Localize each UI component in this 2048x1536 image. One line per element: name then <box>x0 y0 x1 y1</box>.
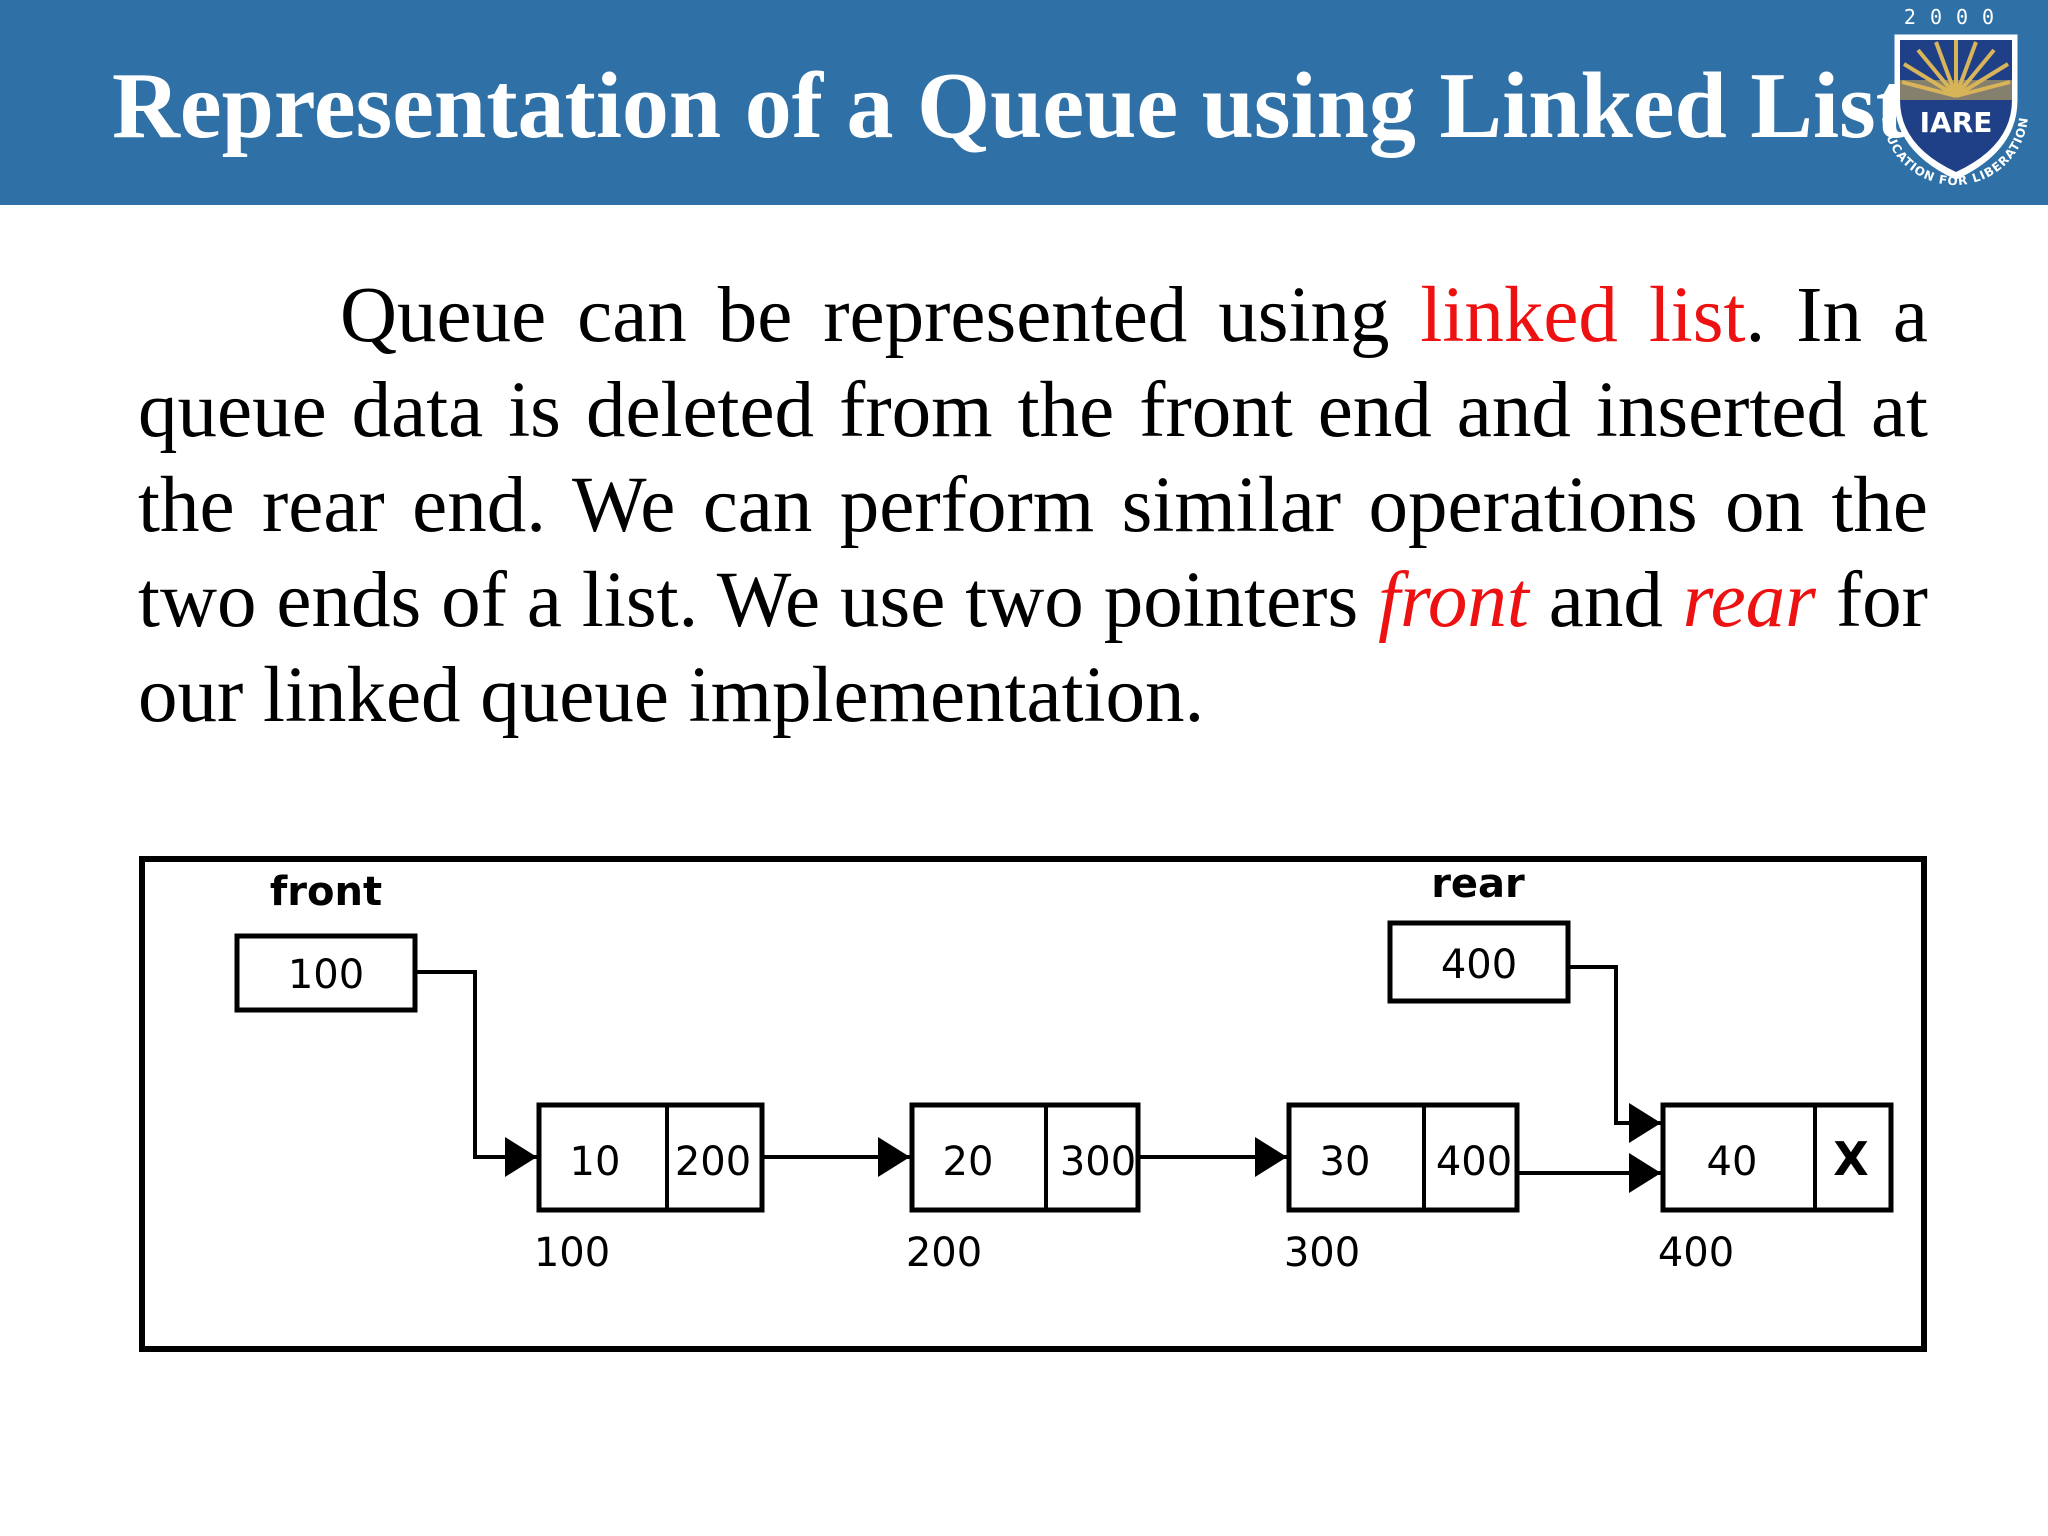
front-arrow <box>415 970 537 1177</box>
node-2-address: 200 <box>906 1230 982 1276</box>
para-highlight-front: front <box>1378 557 1529 644</box>
rear-label: rear <box>1431 861 1525 907</box>
slide-title: Representation of a Queue using Linked L… <box>112 54 1907 158</box>
node-1-next: 200 <box>675 1139 751 1185</box>
node-2-next: 300 <box>1060 1139 1136 1185</box>
node-1-address: 100 <box>534 1230 610 1276</box>
node-4-data: 40 <box>1707 1139 1758 1185</box>
para-highlight-rear: rear <box>1682 557 1816 644</box>
node-3-next: 400 <box>1436 1139 1512 1185</box>
header-bar: Representation of a Queue using Linked L… <box>0 0 2048 205</box>
para-text-1: Queue can be represented using <box>340 272 1421 359</box>
node-2-box <box>909 1102 1141 1213</box>
linked-queue-diagram: front 100 rear 400 10 200 100 20 300 200… <box>138 855 1928 1355</box>
logo-year: 2000 <box>1904 5 2008 29</box>
logo-name: IARE <box>1920 106 1993 139</box>
para-text-4: for our linked queue implementation. <box>138 557 1928 739</box>
front-pointer-value: 100 <box>288 952 364 998</box>
node-4-box <box>1660 1102 1894 1213</box>
node-1-data: 10 <box>570 1139 621 1185</box>
node-4-address: 400 <box>1658 1230 1734 1276</box>
para-text-3: and <box>1528 557 1683 644</box>
rear-arrow <box>1568 965 1661 1143</box>
node-3-address: 300 <box>1284 1230 1360 1276</box>
rear-pointer-value: 400 <box>1441 942 1517 988</box>
diagram-frame <box>139 856 1927 1352</box>
para-text-2: . In a queue data is deleted from the fr… <box>138 272 1928 644</box>
iare-logo: 2000 IARE EDUCATION FOR LIBERATION <box>1879 5 2030 188</box>
node-3-data: 30 <box>1320 1139 1371 1185</box>
para-highlight-linked-list: linked list <box>1420 272 1746 359</box>
diagram-svg: front 100 rear 400 10 200 100 20 300 200… <box>139 856 1927 1352</box>
body-paragraph: Queue can be represented using linked li… <box>138 268 1928 743</box>
front-pointer-box <box>234 933 418 1013</box>
rear-pointer-box <box>1387 920 1571 1004</box>
node-4-next-null: X <box>1833 1132 1868 1186</box>
front-label: front <box>270 869 382 915</box>
node-1-box <box>536 1102 765 1213</box>
node-2-data: 20 <box>943 1139 994 1185</box>
node-3-box <box>1286 1102 1520 1213</box>
